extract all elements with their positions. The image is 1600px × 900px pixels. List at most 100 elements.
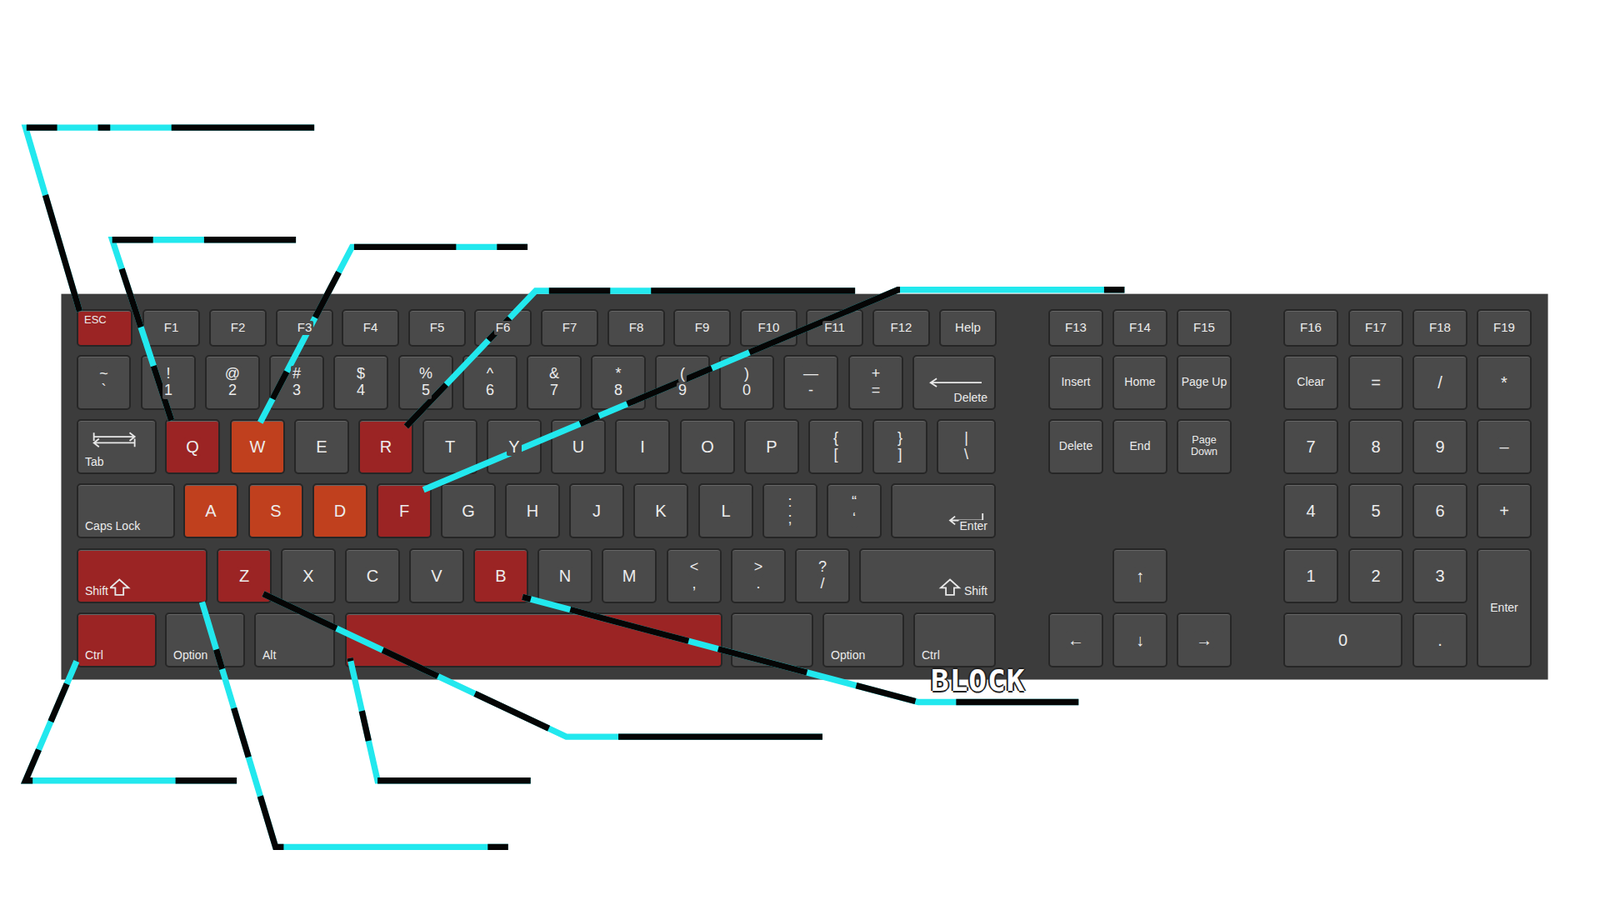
key-label: ; [785, 510, 794, 528]
key-cap: Insert [1048, 355, 1104, 410]
key-cap: 8 [1348, 419, 1404, 475]
key-label: Ctrl [920, 649, 942, 662]
key-cap: @2 [205, 355, 260, 410]
key-cap: |\ [936, 419, 996, 475]
key-label: } [895, 430, 905, 447]
key-label: * [1499, 373, 1510, 392]
key-label: W [248, 437, 268, 456]
key-cap: V [409, 548, 465, 604]
key-cap: Z [216, 548, 272, 604]
key-cap: )0 [719, 355, 775, 410]
key-label: Page Up [1180, 375, 1229, 389]
key-label: H [525, 501, 540, 520]
key-label: R [378, 437, 394, 456]
key-cap: :; [762, 483, 818, 539]
key-label: F16 [1298, 320, 1324, 335]
key-cap: + [1476, 483, 1532, 539]
key-label: Insert [1059, 375, 1092, 389]
key-cap: Enter [1476, 548, 1532, 668]
key-label: : [785, 494, 794, 511]
key-cap: Tab [76, 419, 157, 475]
key-cap: ~` [76, 355, 131, 410]
key-label: → [1194, 630, 1215, 650]
key-cap: F11 [805, 309, 864, 347]
key-label: X [300, 566, 315, 585]
key-cap: 4 [1283, 483, 1339, 539]
key-cap: %5 [398, 355, 454, 410]
key-cap: F3 [275, 309, 334, 347]
key-label: N [557, 566, 573, 585]
key-label: V [429, 566, 444, 585]
key-cap: F1 [142, 309, 200, 347]
key-cap: }] [872, 419, 928, 475]
key-label: Option [171, 649, 210, 662]
key-cap: Enter [890, 483, 996, 539]
key-label: F17 [1363, 320, 1389, 335]
key-label: , [690, 575, 698, 593]
key-cap: F19 [1476, 309, 1532, 347]
key-cap: Alt [254, 612, 335, 668]
key-label: ↑ [1134, 566, 1146, 585]
key-cap: F5 [408, 309, 466, 347]
key-cap: Ctrl [76, 612, 157, 668]
key-cap: —- [783, 355, 839, 410]
key-cap: F14 [1112, 309, 1168, 347]
key-cap: N [537, 548, 593, 604]
key-label: U [570, 437, 586, 456]
key-label: < [688, 559, 701, 576]
key-label: \ [962, 446, 970, 464]
key-cap: B [473, 548, 529, 604]
key-cap: 5 [1348, 483, 1404, 539]
overlay-label: BLOCK [930, 665, 1025, 697]
key-cap: Delete [1048, 419, 1104, 475]
key-label: End [1128, 440, 1153, 453]
key-cap: >. [730, 548, 786, 604]
key-cap: 2 [1348, 548, 1404, 604]
key-cap: R [358, 419, 414, 475]
key-label: = [870, 382, 883, 400]
key-label: F3 [295, 320, 315, 335]
key-cap: I [615, 419, 670, 475]
shift-icon [940, 580, 960, 595]
key-cap: *8 [590, 355, 646, 410]
enter-icon [950, 513, 983, 525]
delete-icon [930, 378, 982, 387]
leader-black [25, 127, 1125, 847]
key-label: F8 [627, 320, 646, 335]
key-label: L [719, 501, 732, 520]
key-label: Delete [952, 391, 990, 405]
key-label: 8 [1369, 437, 1382, 456]
key-cap: F7 [540, 309, 599, 347]
key-cap: F12 [872, 309, 930, 347]
key-label: * [613, 365, 623, 383]
key-label: - [806, 382, 815, 400]
key-cap: F10 [740, 309, 798, 347]
shift-icon [110, 580, 129, 595]
key-cap: 7 [1283, 419, 1339, 475]
key-label: 2 [1369, 566, 1382, 585]
key-label: ← [1065, 630, 1086, 650]
key-cap: K [633, 483, 689, 539]
key-label: C [365, 566, 380, 585]
key-cap: = [1348, 355, 1404, 410]
key-label: Q [184, 437, 201, 456]
key-cap: W [230, 419, 285, 475]
key-label: ^ [485, 365, 495, 383]
key-label: F11 [822, 320, 847, 335]
key-cap: F17 [1348, 309, 1404, 347]
key-label: [ [831, 446, 840, 464]
key-cap: E [294, 419, 350, 475]
key-cap: F18 [1412, 309, 1468, 347]
key-cap: Page Down [1176, 419, 1232, 475]
key-label: 9 [1433, 437, 1446, 456]
key-label: P [764, 437, 779, 456]
key-cap: U [550, 419, 606, 475]
key-label: 3 [290, 382, 303, 400]
key-label: 6 [1433, 501, 1446, 520]
key-label: F15 [1191, 320, 1217, 335]
key-cap: Y [486, 419, 542, 475]
key-label: Shift [83, 585, 110, 598]
key-label: M [620, 566, 639, 585]
key-label: F9 [693, 320, 712, 335]
